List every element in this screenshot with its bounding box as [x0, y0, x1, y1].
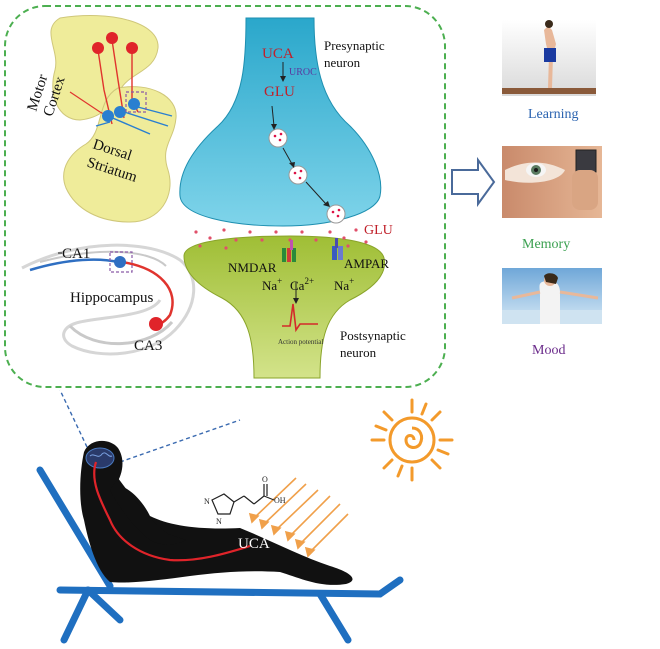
- dashed-frame: [4, 5, 446, 388]
- hippocampus-panel: CA1 Hippocampus CA3: [21, 243, 196, 356]
- vesicles: [268, 105, 346, 224]
- brain-icon: [85, 447, 115, 469]
- ca3-label: CA3: [134, 338, 162, 354]
- nmdar-label: NMDAR: [228, 260, 277, 275]
- projection-line-right: [119, 419, 241, 463]
- hippocampus-label: Hippocampus: [70, 290, 153, 306]
- presynaptic-label: Presynaptic neuron: [324, 38, 388, 70]
- ca1-label: CA1: [62, 246, 90, 262]
- neural-pathway: [93, 461, 251, 562]
- sun-icon: [370, 398, 454, 482]
- mood-label: Mood: [532, 343, 565, 358]
- woman-figure-icon: [539, 280, 560, 324]
- ca1-highlight-box: [109, 251, 133, 273]
- ca3-neuron: [149, 317, 163, 331]
- motor-cortex-striatum-panel: Motor Cortex Dorsal Striatum: [25, 15, 177, 223]
- molecule-nh-group: N: [216, 517, 222, 526]
- na-left-label: Na+: [262, 276, 282, 293]
- uca-top-label: UCA: [262, 46, 294, 62]
- memory-panel: Memory: [502, 146, 602, 252]
- na-right-label: Na+: [334, 276, 354, 293]
- action-potential-trace: [282, 282, 318, 333]
- uca-molecule-icon: [211, 484, 275, 515]
- mood-panel: Mood: [502, 268, 602, 358]
- cortical-neuron-2: [106, 32, 118, 44]
- person-silhouette: [80, 440, 353, 585]
- memory-label: Memory: [522, 237, 570, 252]
- striatal-neuron-2: [114, 106, 126, 118]
- presynaptic-terminal: [179, 17, 382, 227]
- ca-label: Ca2+: [290, 276, 314, 293]
- postsynaptic-terminal: [183, 235, 386, 379]
- dorsal-striatum-region: [63, 86, 177, 223]
- glu-cleft-label: GLU: [364, 223, 393, 238]
- molecule-n-atom: N: [204, 497, 210, 506]
- striatal-neuron-1: [102, 110, 114, 122]
- outcome-arrow: [451, 156, 496, 208]
- uca-body-label: UCA: [238, 536, 270, 552]
- cortical-neuron-1: [92, 42, 104, 54]
- lounge-chair: [36, 466, 404, 644]
- uroc-label: UROC: [289, 67, 317, 78]
- postsynaptic-label: Postsynaptic neuron: [340, 328, 409, 360]
- nmdar-receptor: [282, 240, 296, 262]
- learning-panel: Learning: [502, 20, 596, 122]
- ampar-label: AMPAR: [344, 256, 389, 271]
- ampar-receptor: [332, 238, 343, 260]
- ca1-neuron: [114, 256, 126, 268]
- synapse-panel: UCA UROC GLU Presynaptic neuron GLU NMDA…: [179, 17, 409, 379]
- molecule-o-atom: O: [262, 475, 268, 484]
- action-potential-label: Action potential: [278, 338, 323, 346]
- memory-card-icon: [575, 149, 597, 173]
- uv-rays: [248, 477, 349, 558]
- arm-silhouette: [110, 478, 186, 545]
- synapse-highlight-box: [125, 91, 147, 113]
- cortical-neuron-3: [126, 42, 138, 54]
- learning-label: Learning: [528, 107, 579, 122]
- striatal-neuron-3: [128, 98, 140, 110]
- hippocampus-outline: [21, 243, 196, 356]
- molecule-oh-group: OH: [274, 496, 286, 505]
- glu-top-label: GLU: [264, 84, 295, 100]
